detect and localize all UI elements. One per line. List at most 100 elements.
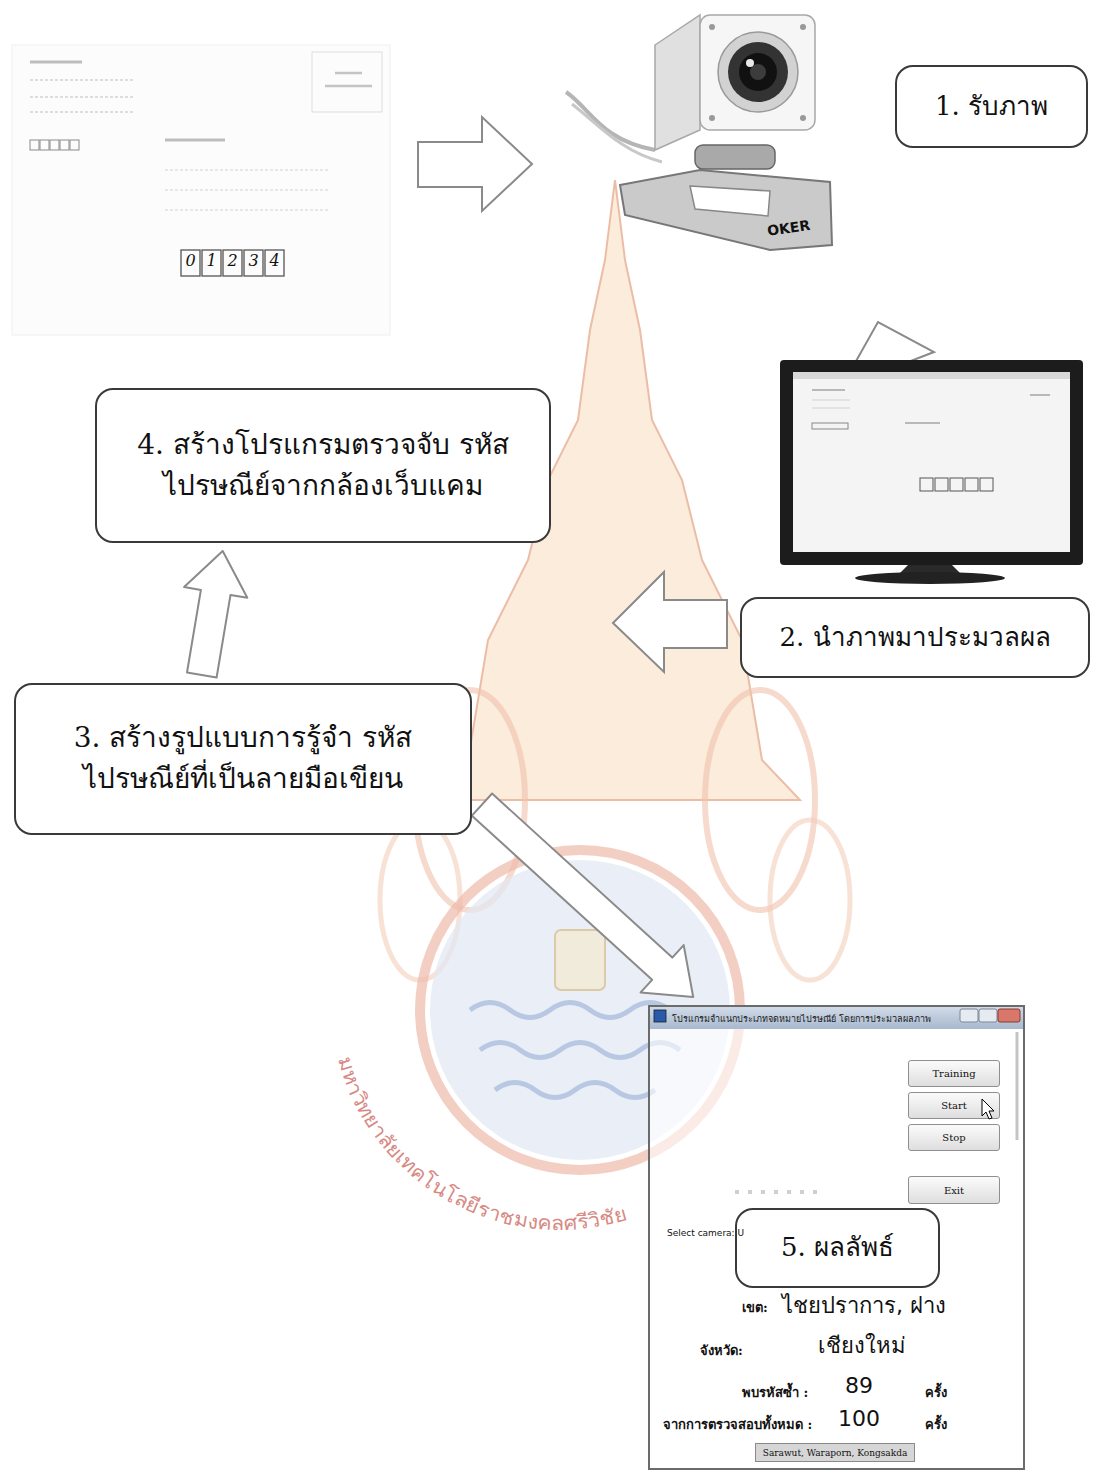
form-scribble (335, 72, 362, 75)
result-value: 89 (845, 1372, 873, 1401)
app-window-chrome (648, 1005, 1025, 1470)
result-value: เชียงใหม่ (818, 1332, 906, 1361)
form-line (30, 111, 135, 113)
monitor-screen (793, 372, 1070, 552)
form-sheet (12, 45, 390, 335)
webcam-cable (572, 104, 662, 162)
window-title: โปรแกรมจำแนกประเภทจดหมายไปรษณีย์ โดยการป… (672, 1012, 931, 1026)
form-scribble (30, 61, 82, 64)
window-button: Stop (908, 1124, 1000, 1151)
node-text: 4. สร้างโปรแกรมตรวจจับ รหัสไปรษณีย์จากกล… (111, 425, 535, 506)
webcam-base (620, 170, 832, 250)
webcam-image (566, 15, 832, 250)
mouse-cursor (982, 1099, 994, 1119)
stamp-box (312, 52, 382, 112)
webcam-base-cutout (690, 186, 770, 216)
watermark-wave (470, 1003, 670, 1018)
window-scrollbar (1016, 1032, 1019, 1140)
block-arrow (184, 551, 247, 678)
watermark-flame (770, 820, 850, 980)
screen-digit-box (935, 478, 948, 491)
screen-squares (812, 423, 848, 429)
node-text: 2. นำภาพมาประมวลผล (779, 619, 1050, 657)
digit-box (223, 250, 242, 276)
button-label: Exit (944, 1185, 964, 1196)
handwritten-digit: 0 (181, 251, 200, 272)
watermark-seat (555, 930, 605, 990)
window-titlebar (648, 1005, 1025, 1029)
form-line (165, 169, 330, 171)
button-label: Start (941, 1100, 967, 1111)
lens-highlight (746, 59, 754, 67)
form-line (30, 79, 135, 81)
block-arrow (418, 117, 532, 211)
digit-box (265, 250, 284, 276)
window-close (998, 1009, 1020, 1022)
digit-box (202, 250, 221, 276)
form-scribble (165, 139, 225, 142)
process-box: 2. นำภาพมาประมวลผล (740, 597, 1090, 678)
webcam-lens (728, 42, 788, 102)
watermark-text-path: มหาวิทยาลัยเทคโนโลยีราชมงคลศรีวิชัย (333, 1054, 630, 1235)
brand-label: OKER (766, 216, 811, 240)
node-text: 3. สร้างรูปแบบการรู้จำ รหัสไปรษณีย์ที่เป… (30, 718, 456, 799)
monitor-image (780, 360, 1083, 584)
window-button: Training (908, 1060, 1000, 1087)
webcam-screw (709, 115, 715, 121)
webcam-hinge (695, 145, 775, 169)
unit-label: ครั้ง (925, 1417, 947, 1434)
code-square (50, 140, 59, 150)
process-box: 1. รับภาพ (895, 65, 1088, 148)
screen-line (812, 400, 850, 401)
node-text: 1. รับภาพ (935, 88, 1048, 126)
node-text: 5. ผลลัพธ์ (781, 1229, 894, 1267)
window-body (648, 1029, 1025, 1470)
webcam-screw (800, 24, 806, 30)
screen-digit-box (980, 478, 993, 491)
webcam-lens (750, 64, 766, 80)
result-value: 100 (838, 1405, 880, 1434)
credit-strip: Sarawut, Waraporn, Kongsakda (755, 1443, 915, 1462)
watermark-text: มหาวิทยาลัยเทคโนโลยีราชมงคลศรีวิชัย (333, 1054, 630, 1235)
form-line (165, 189, 330, 191)
process-box: 4. สร้างโปรแกรมตรวจจับ รหัสไปรษณีย์จากกล… (95, 388, 551, 543)
button-label: Training (932, 1068, 975, 1079)
process-box: 5. ผลลัพธ์ (735, 1208, 940, 1288)
webcam-screw (800, 115, 806, 121)
unit-label: ครั้ง (925, 1385, 947, 1402)
window-control (960, 1009, 978, 1022)
webcam-cable (566, 92, 655, 150)
window-control (979, 1009, 997, 1022)
screen-line (812, 389, 845, 391)
monitor-foot (855, 572, 1005, 584)
webcam-screw (709, 24, 715, 30)
field-label: เขต: (742, 1300, 768, 1317)
screen-line (1030, 394, 1050, 396)
screen-titlebar (793, 372, 1070, 379)
watermark-wave (495, 1083, 655, 1098)
process-box: 3. สร้างรูปแบบการรู้จำ รหัสไปรษณีย์ที่เป… (14, 683, 472, 835)
block-arrow (472, 794, 693, 998)
result-value: ไชยปราการ, ฝาง (782, 1292, 946, 1321)
webcam-lens (718, 32, 798, 112)
screen-digit-box (965, 478, 978, 491)
postal-form-image (12, 45, 390, 335)
field-label: พบรหัสซ้ำ : (742, 1385, 808, 1402)
digit-box (181, 250, 200, 276)
screen-digit-box (950, 478, 963, 491)
code-square (70, 140, 79, 150)
handwritten-digit: 2 (223, 251, 242, 272)
node-text: Sarawut, Waraporn, Kongsakda (763, 1448, 908, 1458)
monitor-bezel (780, 360, 1083, 565)
handwritten-digit: 3 (244, 251, 263, 272)
field-label: Select camera: U (667, 1228, 744, 1240)
window-icon (654, 1010, 666, 1022)
handwritten-digit: 1 (202, 251, 221, 272)
code-square (40, 140, 49, 150)
webcam-lens (739, 53, 777, 91)
faint-digits (735, 1190, 820, 1194)
field-label: จังหวัด: (700, 1343, 743, 1360)
button-label: Stop (942, 1132, 965, 1143)
form-scribble (325, 85, 372, 88)
